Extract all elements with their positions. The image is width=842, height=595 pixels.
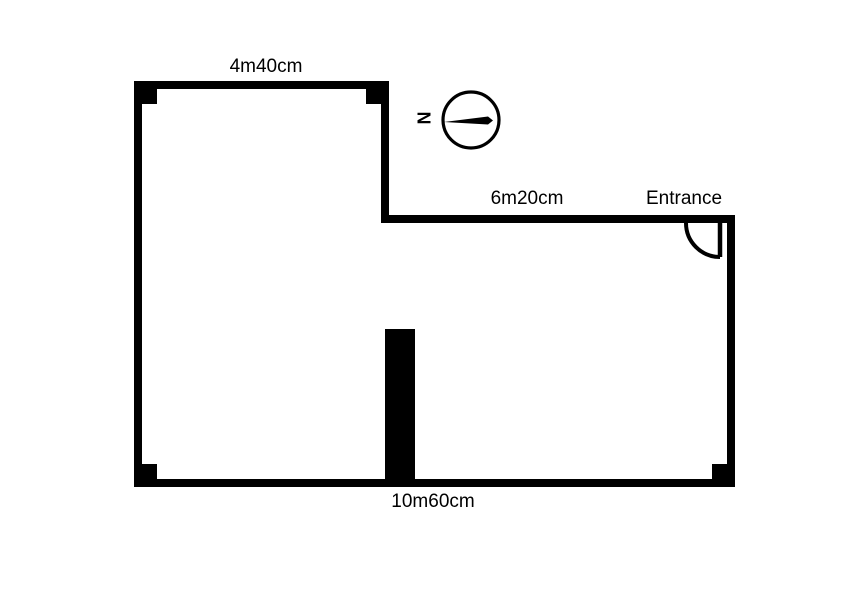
dimension-label-bottom: 10m60cm — [391, 491, 475, 512]
entrance-door-symbol — [684, 222, 723, 259]
compass-icon — [441, 90, 501, 150]
corner-pillar-bottom-left — [134, 464, 157, 487]
compass-needle-icon — [444, 116, 493, 125]
wall-upper-right — [381, 81, 389, 223]
dimension-label-middle: 6m20cm — [490, 188, 564, 209]
wall-bottom — [134, 479, 735, 487]
corner-pillar-top-right — [366, 81, 389, 104]
compass-circle — [441, 90, 501, 150]
wall-left — [134, 81, 142, 487]
wall-top — [134, 81, 389, 89]
door-swing-arc — [684, 222, 721, 259]
corner-pillar-bottom-right — [712, 464, 735, 487]
partition-wall — [385, 329, 415, 487]
corner-pillar-top-left — [134, 81, 157, 104]
entrance-label: Entrance — [645, 188, 723, 209]
wall-right — [727, 215, 735, 487]
compass-north-label: N — [413, 111, 434, 125]
wall-middle-step — [381, 215, 735, 223]
dimension-label-top: 4m40cm — [229, 56, 303, 77]
